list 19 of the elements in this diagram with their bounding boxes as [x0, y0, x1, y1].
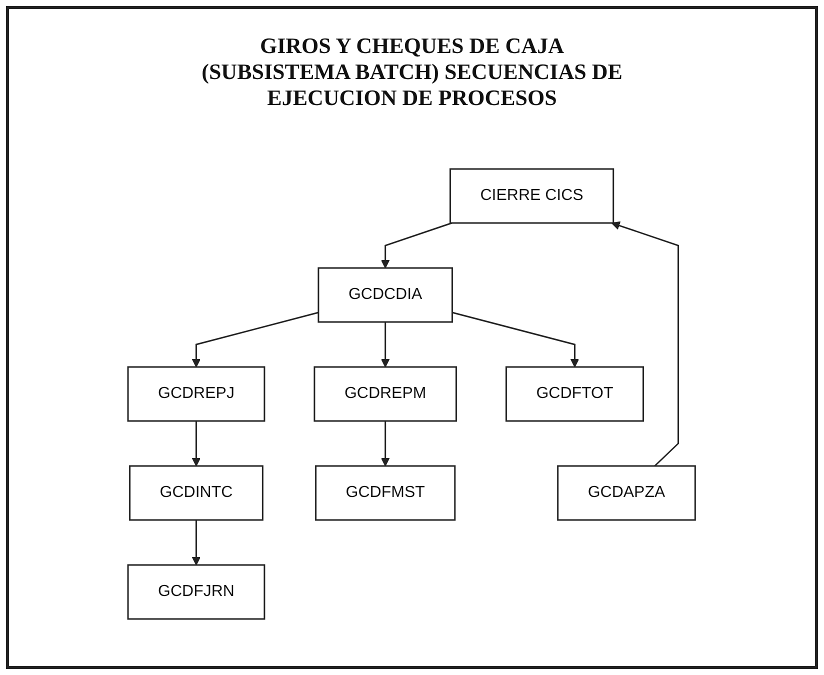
node-box [318, 266, 454, 322]
diagram-frame: GIROS Y CHEQUES DE CAJA (SUBSISTEMA BATCH) SECUENCIAS DE EJECUCION DE PROCESOS CIERRE CICS GCDCDIA GCDREPJ GCDREPM GCDINTC GCDFJRN GCDFTOT GCDFMST GCDAPZA [6, 6, 818, 669]
node-box [450, 168, 615, 224]
node-box [314, 366, 458, 422]
node-box [557, 464, 696, 520]
arrow [612, 220, 680, 466]
arrow [452, 311, 580, 367]
arrow [192, 420, 202, 466]
arrow [381, 420, 390, 466]
node-box [128, 564, 266, 620]
node-box [506, 366, 644, 422]
arrow [381, 222, 453, 268]
arrow [192, 311, 320, 367]
node-box [128, 366, 266, 422]
node-box [129, 464, 264, 520]
arrow [381, 322, 390, 367]
diagram-title: GIROS Y CHEQUES DE CAJA (SUBSISTEMA BATCH) SECUENCIAS DE EJECUCION DE PROCESOS [200, 33, 624, 111]
arrow [192, 520, 202, 565]
node-box [315, 464, 456, 520]
